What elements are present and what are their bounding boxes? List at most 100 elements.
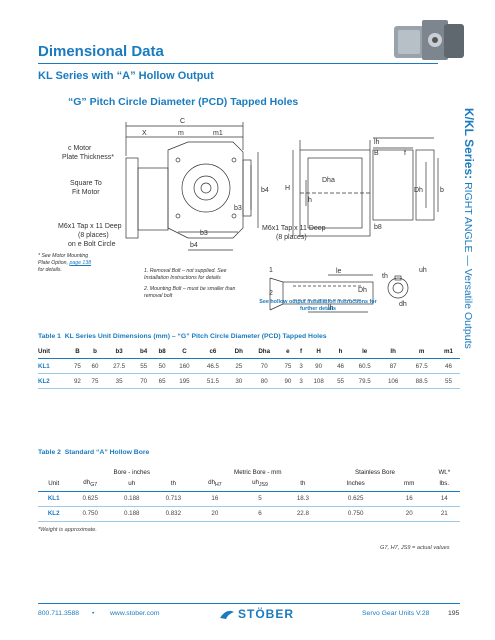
bolt-hole — [231, 157, 237, 163]
table2-caption-text: Standard “A” Hollow Bore — [64, 449, 150, 456]
group-stainless: Stainless Bore — [355, 468, 395, 476]
side-housing — [299, 149, 371, 237]
title-divider — [38, 63, 438, 64]
col-th: th — [152, 477, 195, 492]
table-cell: 92 — [68, 373, 87, 389]
table-cell: 14 — [428, 491, 460, 507]
end-view-motor — [415, 149, 435, 221]
table-cell: 25 — [228, 358, 250, 374]
table-cell: 18.3 — [284, 491, 322, 507]
label-Dh-shaft: Dh — [358, 287, 367, 294]
table-cell: 75 — [279, 358, 297, 374]
label-m6-left: M6x1 Tap x 11 Deep — [58, 223, 122, 230]
table-cell: 0.188 — [110, 506, 153, 522]
label-B: B — [374, 150, 379, 157]
table-cell: 67.5 — [406, 358, 437, 374]
side-tab-series: K/KL Series: — [462, 108, 476, 180]
table1-caption: Table 1 KL Series Unit Dimensions (mm) –… — [38, 333, 327, 340]
gearbox-product-photo — [394, 20, 464, 60]
label-Dha: Dha — [322, 177, 335, 184]
col-uh-metric: uhJS9 — [235, 477, 285, 492]
table-cell: 60 — [86, 358, 104, 374]
table-cell: 55 — [437, 373, 460, 389]
table-cell: 70 — [134, 373, 153, 389]
label-b3-bottom: b3 — [200, 230, 208, 237]
label-H: H — [285, 185, 290, 192]
label-th: th — [382, 273, 388, 280]
col-dh-sub: G7 — [90, 481, 98, 488]
label-note-1: 1 — [269, 267, 273, 274]
column-header: Unit — [38, 345, 69, 359]
footer-bullet: • — [92, 610, 95, 617]
table-cell: 16 — [194, 491, 236, 507]
table-cell: 0.188 — [110, 491, 153, 507]
motor-plate — [125, 157, 139, 239]
table-cell: 35 — [103, 373, 135, 389]
table-cell: 70 — [249, 358, 280, 374]
flange — [242, 159, 252, 217]
side-tab-description: RIGHT ANGLE — Versatile Outputs — [462, 182, 474, 349]
table-cell: 46 — [437, 358, 460, 374]
page-link[interactable]: page 138 — [69, 259, 92, 266]
table-cell: 3 — [296, 373, 306, 389]
label-b8: b8 — [374, 224, 382, 231]
subsection-title: KL Series with “A” Hollow Output — [38, 70, 214, 82]
table-cell: 46.5 — [197, 358, 229, 374]
hollow-bore-table: Bore - inches Metric Bore - mm Stainless… — [38, 467, 460, 522]
logo-swoosh-icon — [220, 610, 234, 619]
label-bolt-circle: on e Bolt Circle — [68, 241, 116, 248]
page-title: Dimensional Data — [38, 43, 164, 60]
table-cell: 55 — [134, 358, 153, 374]
table-cell: 108 — [305, 373, 332, 389]
table-cell: 65 — [152, 373, 172, 389]
column-header: B — [68, 345, 87, 359]
label-m: m — [178, 130, 184, 137]
column-header: b3 — [103, 345, 135, 359]
table-cell: 106 — [380, 373, 407, 389]
group-metric-bore: Metric Bore - mm — [234, 468, 282, 476]
label-m6-mid: M6x1 Tap x 11 Deep — [262, 225, 326, 232]
unit-cell: KL2 — [38, 506, 70, 522]
table-cell: 80 — [249, 373, 280, 389]
motor-plate-note-text: * See Motor Mounting Plate Option, — [38, 253, 89, 266]
col-th-metric: th — [284, 477, 322, 492]
col-mm: mm — [389, 477, 429, 492]
table-cell: 20 — [194, 506, 236, 522]
table-cell: 51.5 — [197, 373, 229, 389]
label-fit-motor: Fit Motor — [72, 189, 100, 196]
footer-catalog: Servo Gear Units V.28 — [362, 610, 430, 617]
label-m6-mid-places: (8 places) — [276, 234, 307, 241]
label-lh-shaft: lh — [328, 305, 334, 312]
label-dh: dh — [399, 301, 407, 308]
column-header: Dha — [249, 345, 280, 359]
group-blank — [38, 467, 69, 477]
table-cell: 0.750 — [321, 506, 390, 522]
col-dh-metric-sub: H7 — [215, 481, 222, 488]
table2-label: Table 2 — [38, 449, 61, 456]
table-cell: 90 — [305, 358, 332, 374]
label-X: X — [142, 130, 147, 137]
table-cell: 3 — [296, 358, 306, 374]
footer-url[interactable]: www.stober.com — [110, 610, 160, 617]
label-h: h — [308, 197, 312, 204]
column-header: m — [406, 345, 437, 359]
column-header: H — [305, 345, 332, 359]
label-Dh: Dh — [414, 187, 423, 194]
hollow-output-note[interactable]: See hollow output installation instructi… — [259, 299, 377, 313]
table-cell: 0.713 — [152, 491, 195, 507]
label-b4-bottom: b4 — [190, 242, 198, 249]
stober-logo: STÖBER — [220, 606, 294, 621]
table-cell: 30 — [228, 373, 250, 389]
col-dh: dhG7 — [69, 477, 111, 492]
column-header: lh — [380, 345, 407, 359]
bore-inner — [200, 182, 212, 194]
hollow-shaft — [282, 281, 374, 305]
motor-plate-note-end: for details. — [38, 266, 62, 273]
note-mounting-bolt: 2. Mounting Bolt – must be smaller than … — [144, 286, 236, 300]
table-cell: 6 — [235, 506, 285, 522]
column-header: f — [296, 345, 306, 359]
weight-footnote: *Weight is approximate. — [38, 527, 97, 533]
logo-text: STÖBER — [238, 606, 294, 621]
output-bore-inner — [392, 282, 404, 294]
